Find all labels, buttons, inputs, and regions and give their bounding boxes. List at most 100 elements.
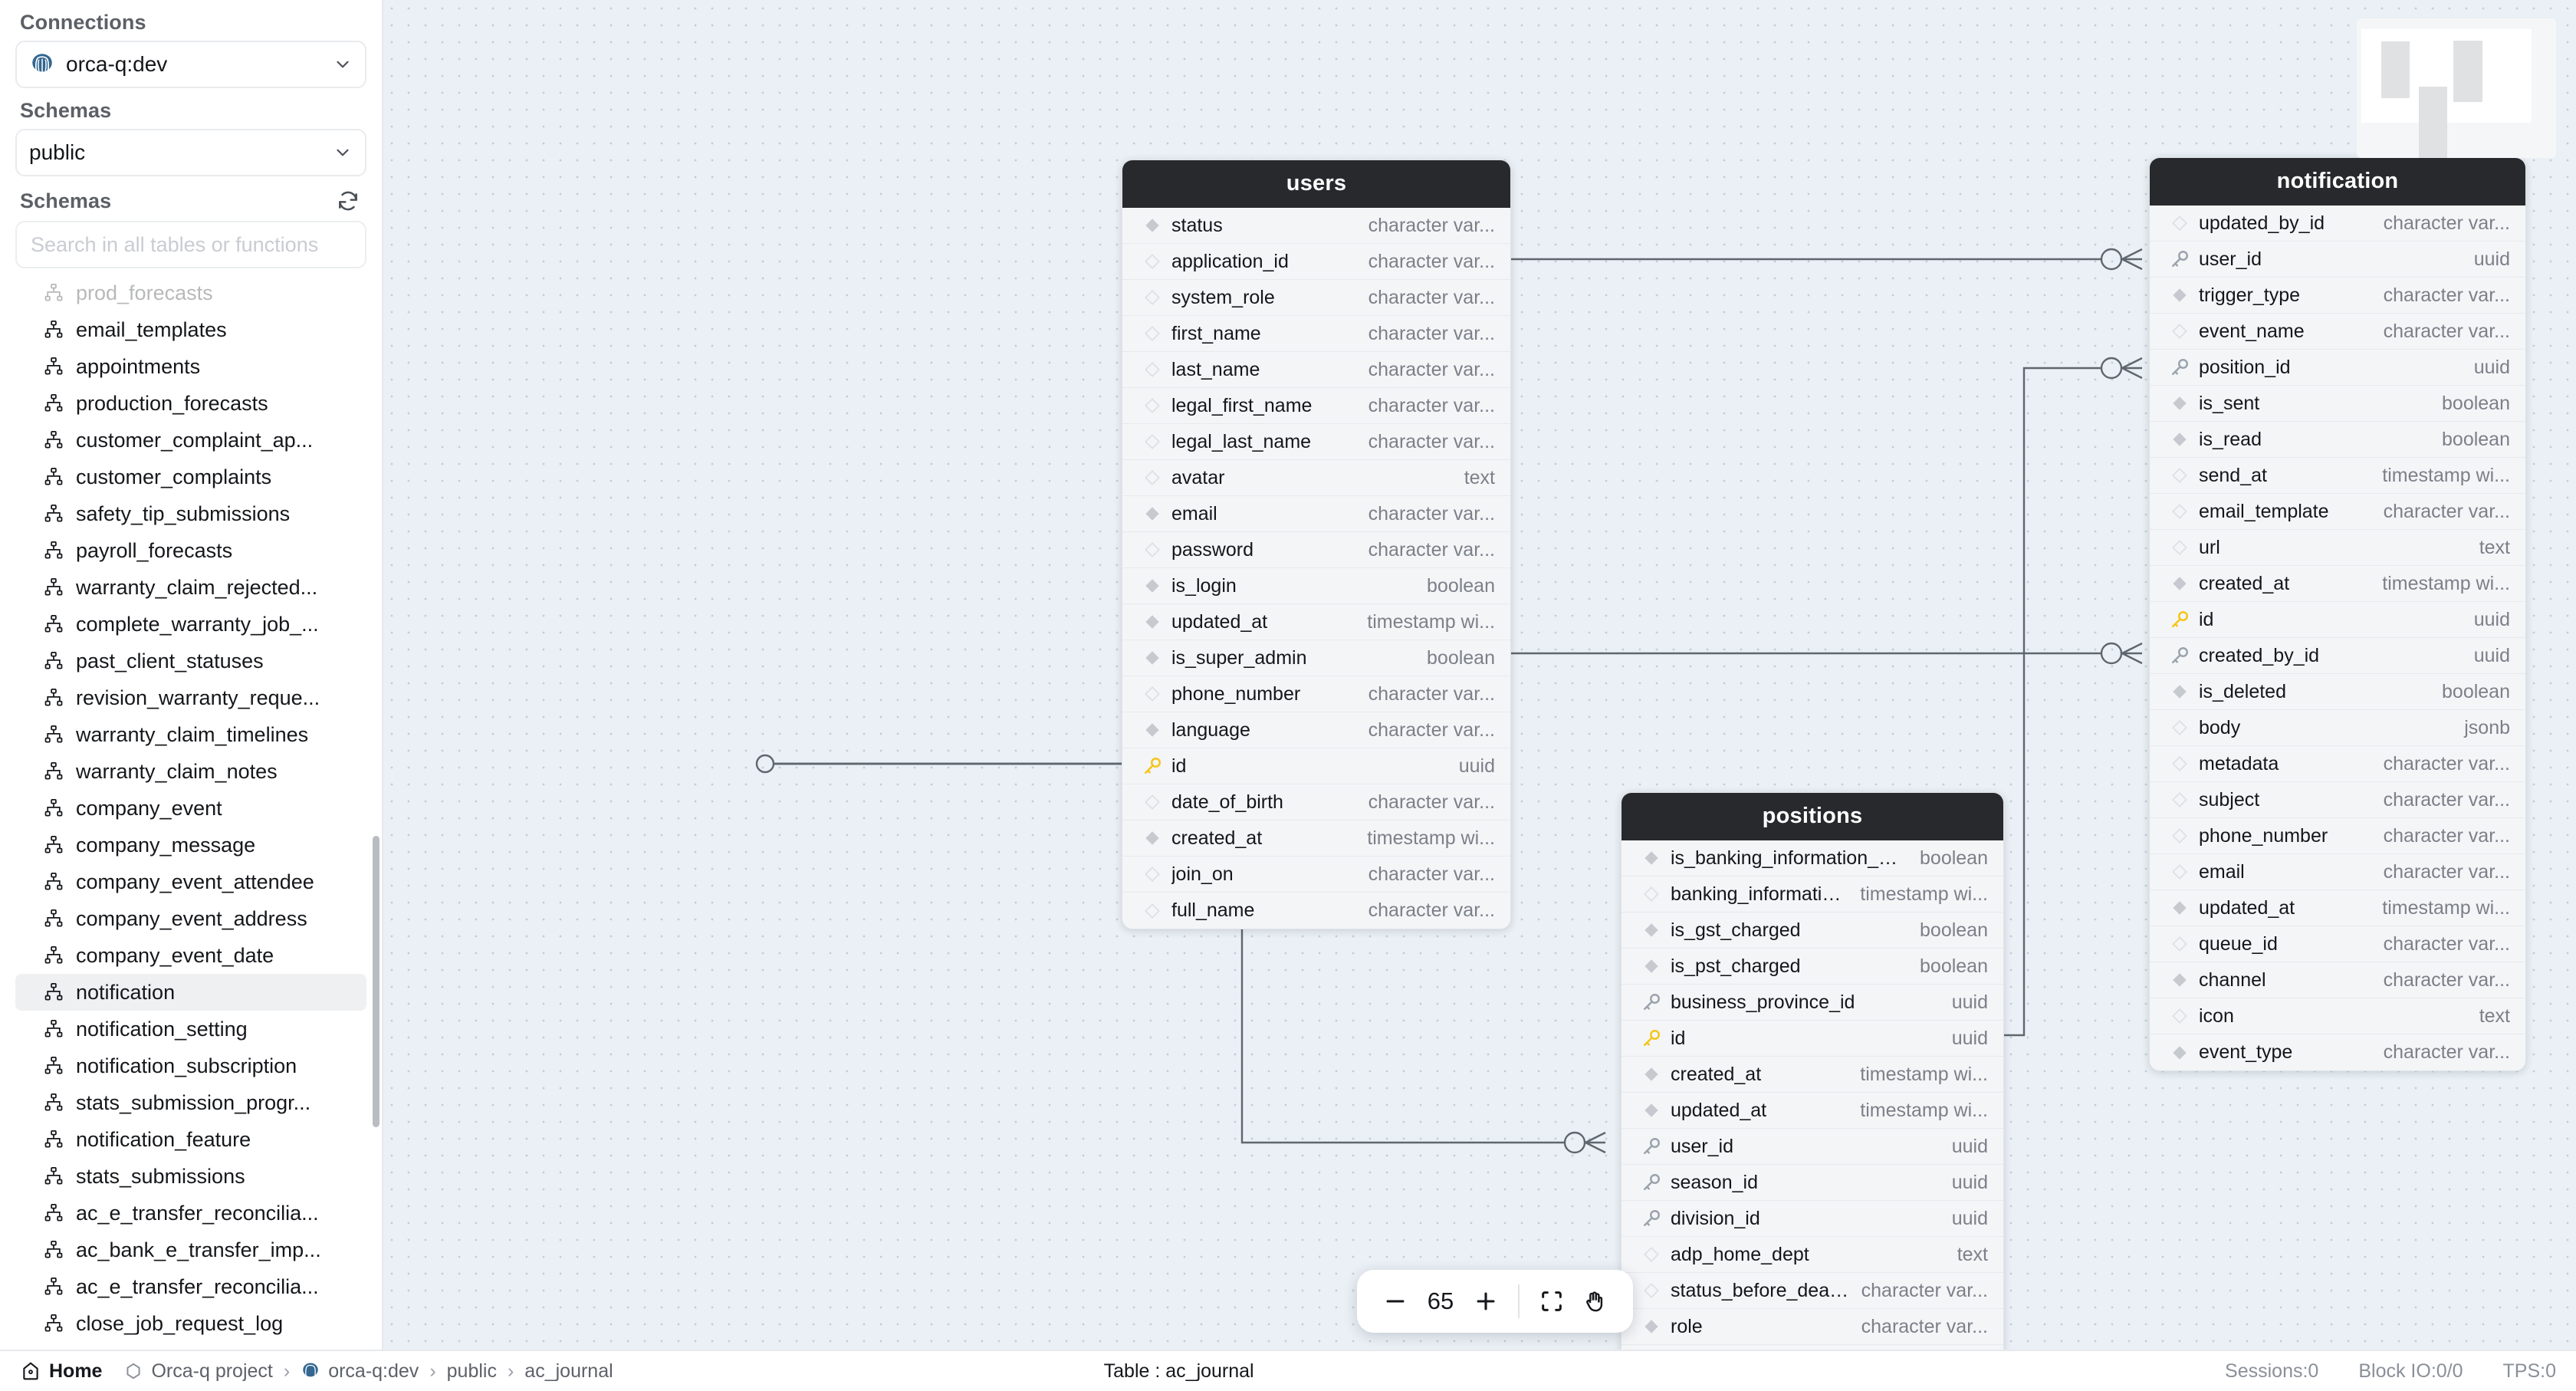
fit-screen-icon[interactable]	[1530, 1278, 1573, 1325]
sidebar-table-item[interactable]: customer_complaint_ap...	[15, 422, 366, 459]
erd-column-row[interactable]: is_banking_information_upd...boolean	[1622, 840, 2003, 876]
erd-column-row[interactable]: banking_information_updat...timestamp wi…	[1622, 876, 2003, 913]
sidebar-table-item[interactable]: notification_feature	[15, 1121, 366, 1158]
sidebar-table-item[interactable]: warranty_claim_timelines	[15, 716, 366, 753]
sidebar-table-item[interactable]: ac_bank_e_transfer_imp...	[15, 1232, 366, 1268]
sidebar-table-item[interactable]: ac_e_transfer_reconcilia...	[15, 1195, 366, 1232]
sidebar-table-item[interactable]: close_job_requests	[15, 1342, 366, 1350]
sidebar-table-item[interactable]: email_templates	[15, 311, 366, 348]
sidebar-table-item[interactable]: production_forecasts	[15, 385, 366, 422]
breadcrumb-connection[interactable]: orca-q:dev	[301, 1360, 419, 1383]
sidebar-table-item[interactable]: complete_warranty_job_...	[15, 606, 366, 643]
sidebar-table-item[interactable]: ac_e_transfer_reconcilia...	[15, 1268, 366, 1305]
sidebar-table-item[interactable]: notification_setting	[15, 1011, 366, 1047]
zoom-in-button[interactable]	[1464, 1278, 1507, 1325]
schema-select[interactable]: public	[15, 129, 366, 176]
sidebar-table-item[interactable]: appointments	[15, 348, 366, 385]
sidebar-table-item[interactable]: company_message	[15, 827, 366, 863]
hand-pan-icon[interactable]	[1573, 1278, 1616, 1325]
zoom-out-button[interactable]	[1374, 1278, 1417, 1325]
sidebar-table-item[interactable]: company_event	[15, 790, 366, 827]
breadcrumb-home[interactable]: Home	[20, 1360, 102, 1383]
sidebar-table-item[interactable]: payroll_forecasts	[15, 532, 366, 569]
sidebar-table-item[interactable]: prod_forecasts	[15, 275, 366, 311]
sidebar-scrollbar[interactable]	[373, 836, 380, 1127]
erd-column-row[interactable]: status_before_deactivatecharacter var...	[1622, 1273, 2003, 1309]
breadcrumb-project[interactable]: Orca-q project	[123, 1360, 273, 1383]
canvas-minimap[interactable]	[2357, 18, 2556, 158]
sidebar-table-item[interactable]: warranty_claim_rejected...	[15, 569, 366, 606]
connection-select[interactable]: orca-q:dev	[15, 41, 366, 88]
sidebar-table-item[interactable]: past_client_statuses	[15, 643, 366, 679]
sidebar-table-item[interactable]: notification	[15, 974, 366, 1011]
sidebar-table-item[interactable]: company_event_attendee	[15, 863, 366, 900]
breadcrumb-schema[interactable]: public	[447, 1360, 497, 1383]
zoom-toolbar[interactable]: 65	[1357, 1270, 1633, 1333]
erd-column-row[interactable]: banking_informationcharacter var...	[1622, 1345, 2003, 1350]
sidebar-table-item[interactable]: company_event_date	[15, 937, 366, 974]
sidebar-table-item[interactable]: safety_tip_submissions	[15, 495, 366, 532]
sidebar-table-item[interactable]: customer_complaints	[15, 459, 366, 495]
refresh-icon[interactable]	[334, 187, 362, 215]
sidebar-table-item[interactable]: warranty_claim_notes	[15, 753, 366, 790]
sidebar-table-item[interactable]: stats_submission_progr...	[15, 1084, 366, 1121]
breadcrumb-table[interactable]: ac_journal	[524, 1360, 613, 1383]
search-input[interactable]	[15, 221, 366, 268]
sidebar-table-item[interactable]: stats_submissions	[15, 1158, 366, 1195]
sidebar-table-item[interactable]: revision_warranty_reque...	[15, 679, 366, 716]
sidebar-table-item[interactable]: company_event_address	[15, 900, 366, 937]
